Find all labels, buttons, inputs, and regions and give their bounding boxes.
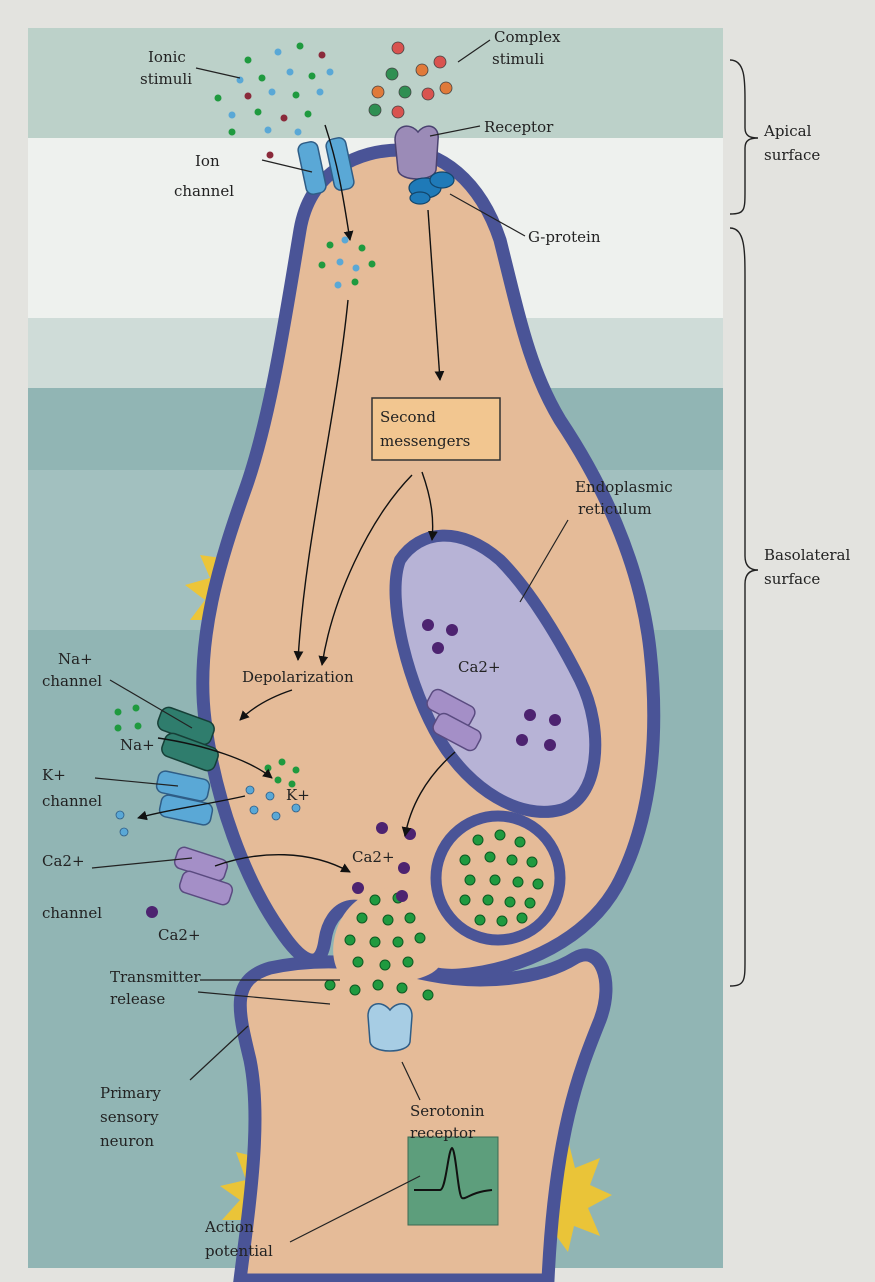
apical-fluid-band xyxy=(28,28,723,138)
serotonin-receptor xyxy=(368,1004,412,1051)
na-ion-label: Na+ xyxy=(120,736,155,754)
k-ion-label: K+ xyxy=(286,786,310,804)
receptor-label: Receptor xyxy=(484,118,554,136)
er-calcium-label: Ca2+ xyxy=(458,658,501,676)
ca-ion-label: Ca2+ xyxy=(158,926,201,944)
depolarization-label: Depolarization xyxy=(242,668,354,686)
g-protein-label: G-protein xyxy=(528,228,601,246)
cytosol-calcium-label: Ca2+ xyxy=(352,848,395,866)
apical-receptor xyxy=(395,126,438,179)
